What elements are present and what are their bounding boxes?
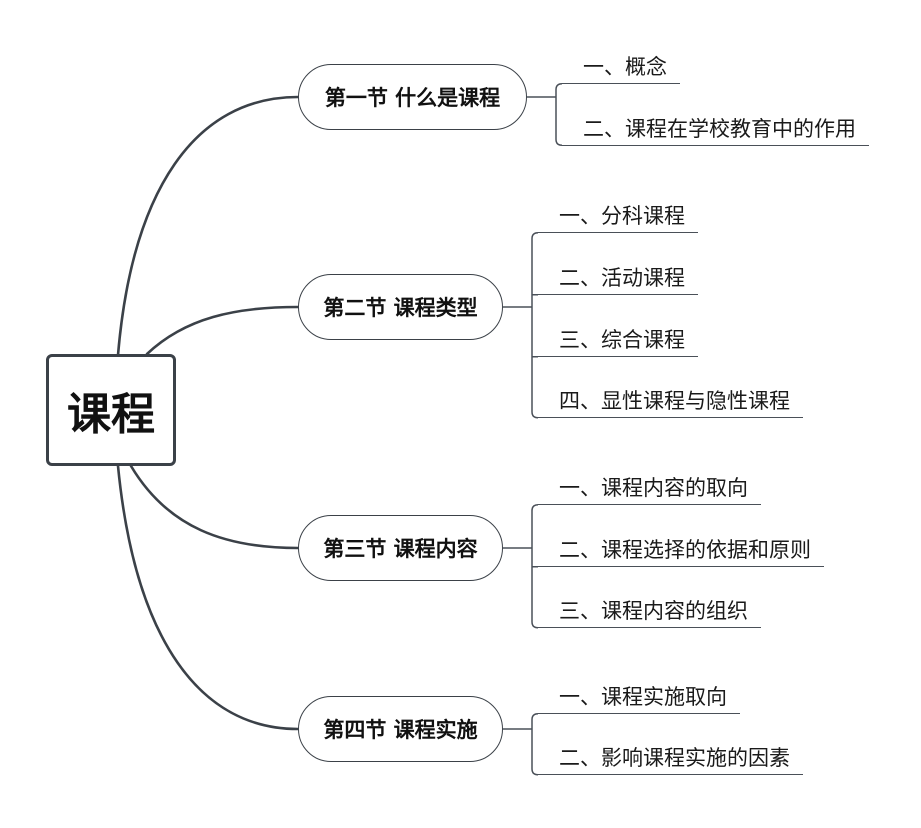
branch-topic-3: 第三节 课程内容 <box>298 515 503 581</box>
branch-topic-2: 第二节 课程类型 <box>298 274 503 340</box>
branch-topic-title: 第二节 课程类型 <box>323 296 478 320</box>
subtopic-bracket-3 <box>531 504 539 629</box>
subtopic-item: 二、课程选择的依据和原则 <box>538 537 824 567</box>
subtopic-bracket-1 <box>555 83 563 146</box>
subtopic-item: 二、影响课程实施的因素 <box>538 745 803 775</box>
subtopic-item: 一、概念 <box>562 54 680 84</box>
branch-topic-title: 第四节 课程实施 <box>323 718 478 742</box>
subtopic-item: 一、课程内容的取向 <box>538 475 761 505</box>
subtopic-item: 二、课程在学校教育中的作用 <box>562 116 869 146</box>
subtopic-item: 一、分科课程 <box>538 203 698 233</box>
central-topic: 课程 <box>46 354 176 466</box>
branch-topic-1: 第一节 什么是课程 <box>298 64 527 130</box>
central-topic-label: 课程 <box>67 389 155 440</box>
subtopic-item: 三、课程内容的组织 <box>538 598 761 628</box>
subtopic-item: 一、课程实施取向 <box>538 684 740 714</box>
connector-curve-1 <box>116 95 300 357</box>
branch-topic-4: 第四节 课程实施 <box>298 696 503 762</box>
connector-curve-2 <box>145 305 300 356</box>
subtopic-item: 四、显性课程与隐性课程 <box>538 388 803 418</box>
subtopic-item: 三、综合课程 <box>538 327 698 357</box>
branch-topic-title: 第一节 什么是课程 <box>324 86 501 110</box>
branch-topic-title: 第三节 课程内容 <box>323 537 478 561</box>
connector-curve-4 <box>116 464 300 731</box>
subtopic-bracket-2 <box>531 232 539 419</box>
connector-curve-3 <box>129 464 300 550</box>
subtopic-bracket-4 <box>531 713 539 776</box>
subtopic-item: 二、活动课程 <box>538 265 698 295</box>
